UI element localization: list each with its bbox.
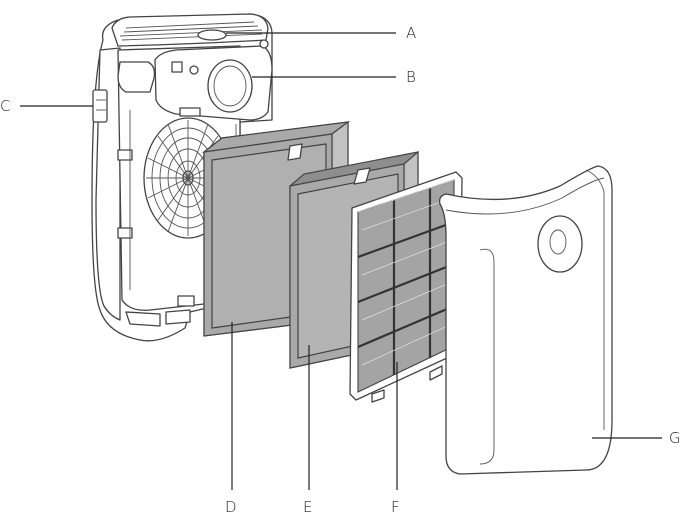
front-cover-g <box>440 166 612 474</box>
label-d: D <box>225 498 237 516</box>
label-b: B <box>406 68 416 86</box>
label-f: F <box>391 498 400 516</box>
label-e: E <box>303 498 312 516</box>
label-c: C <box>0 97 10 115</box>
label-a: A <box>406 24 416 42</box>
label-g: G <box>669 429 681 447</box>
